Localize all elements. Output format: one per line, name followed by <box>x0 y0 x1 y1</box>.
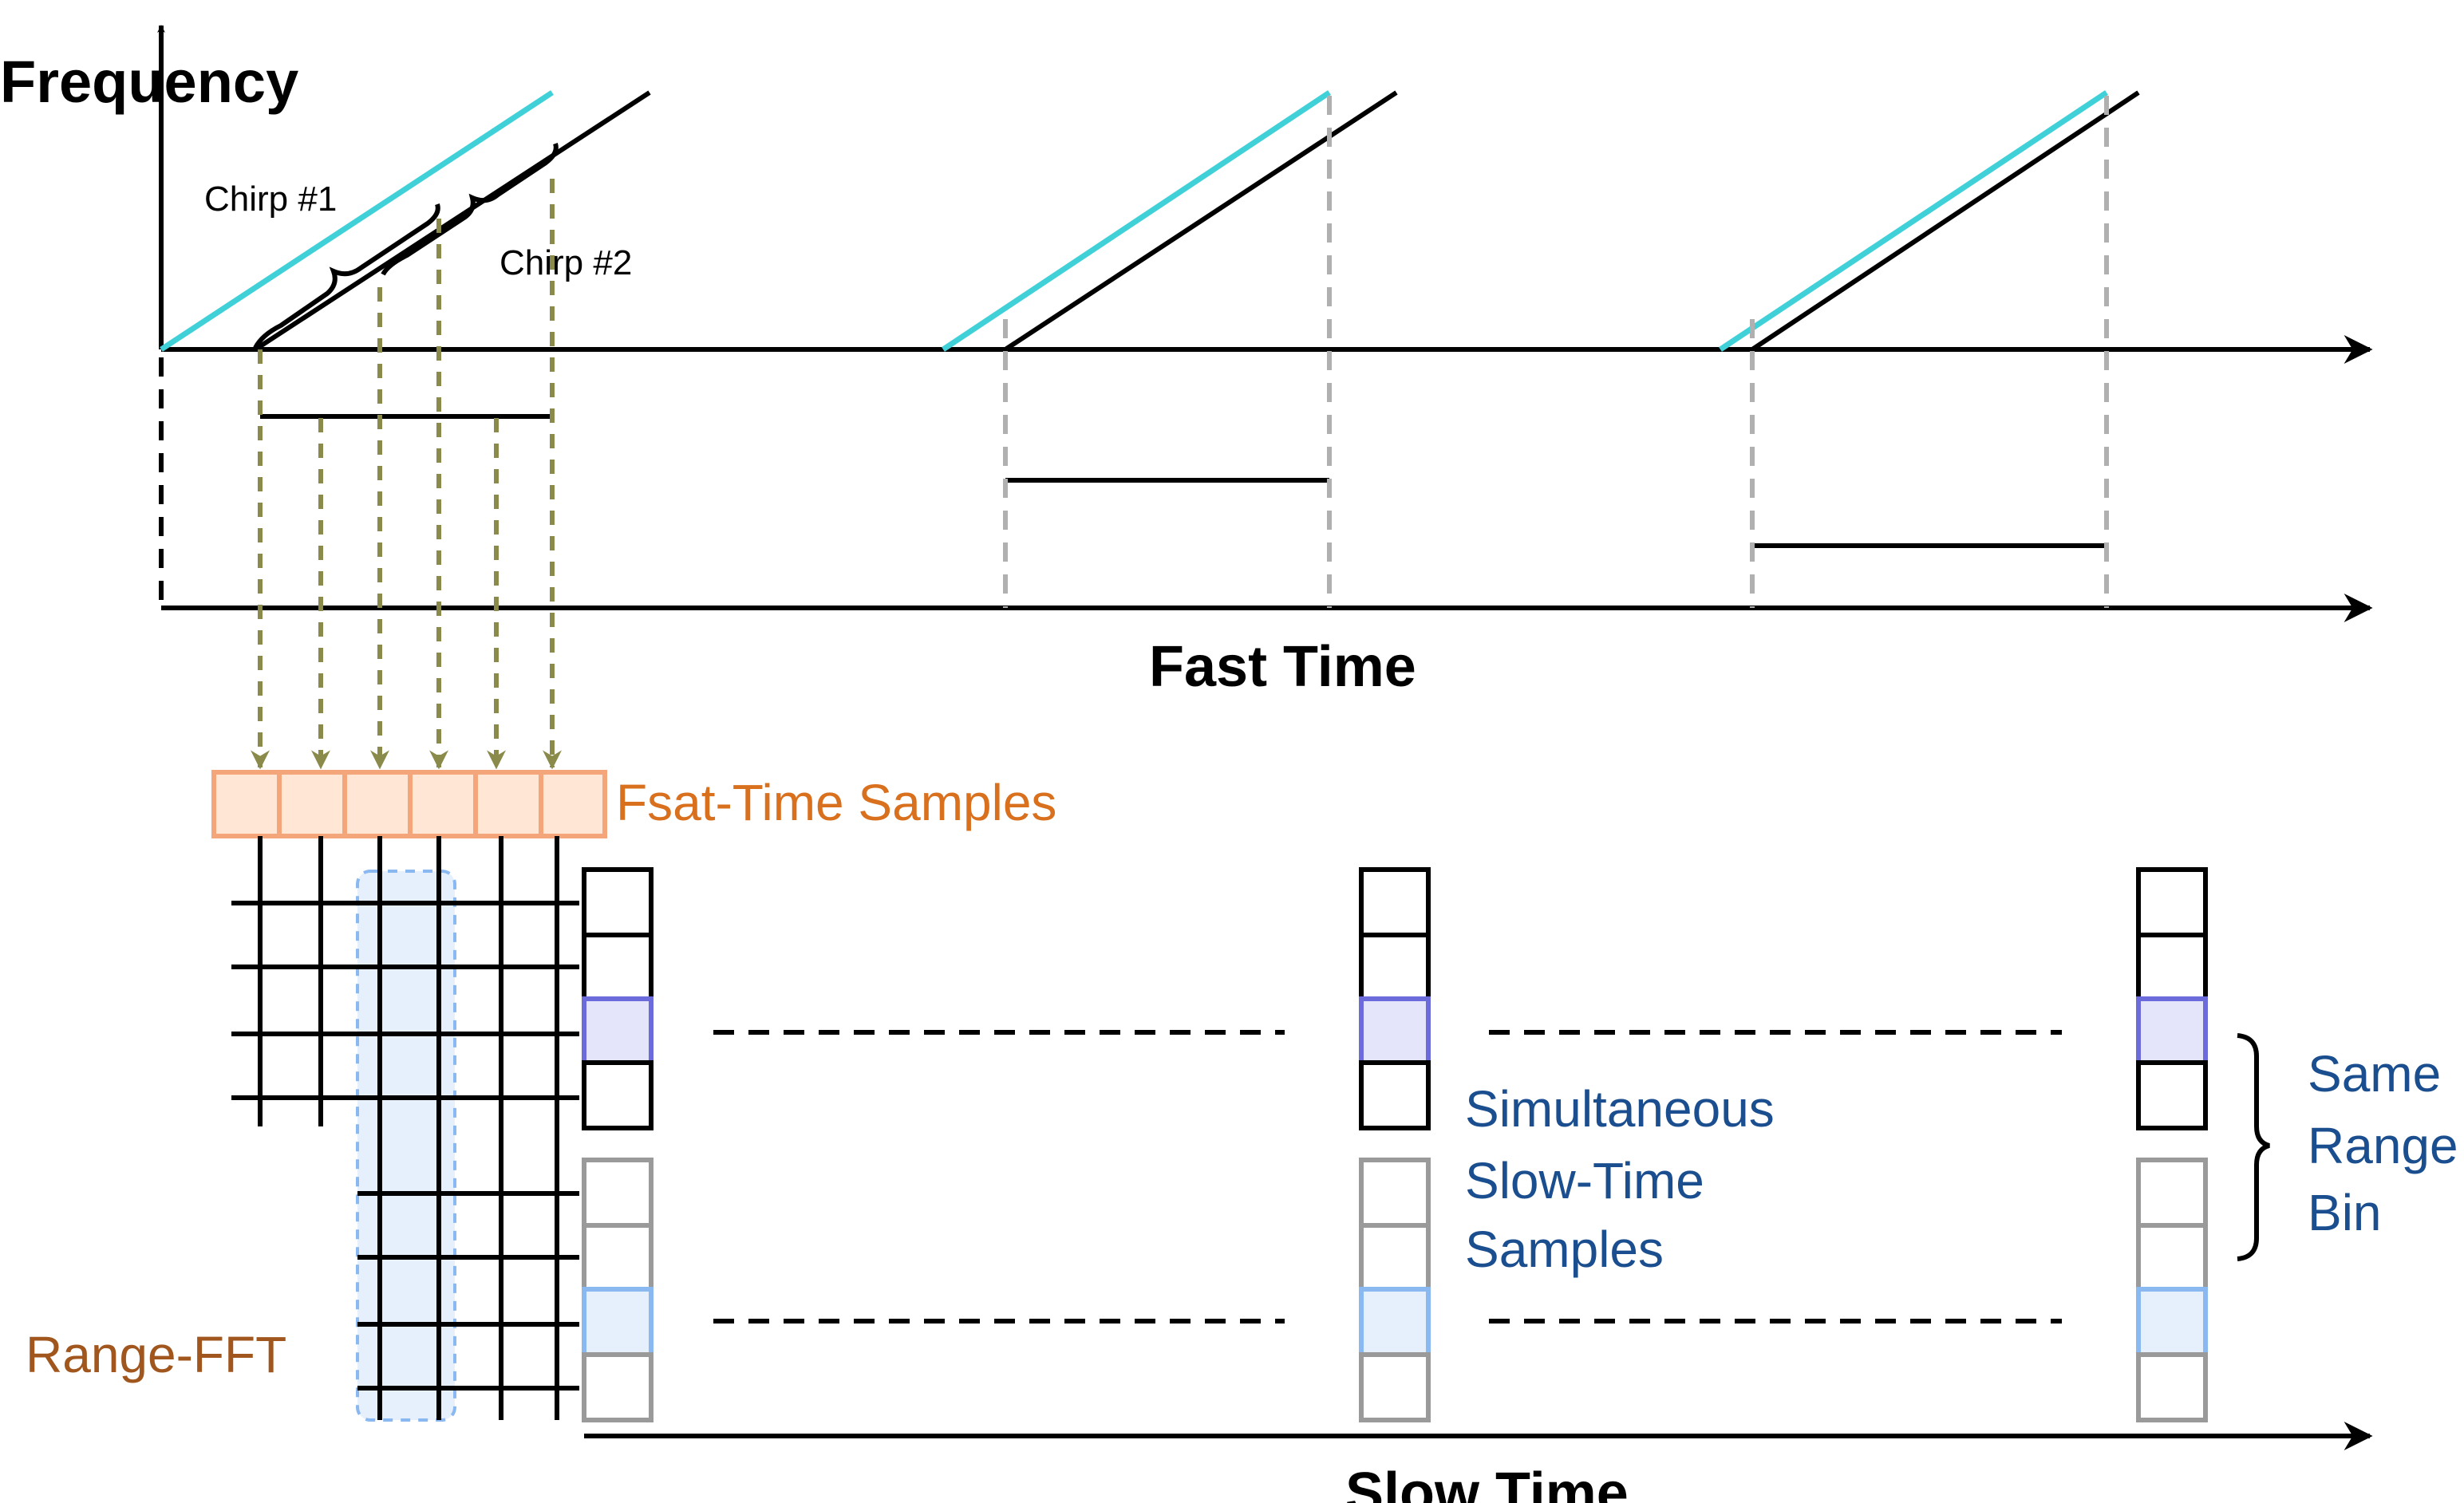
tx-chirp-1 <box>160 90 554 352</box>
chirp-brace-upper <box>381 143 559 276</box>
simultaneous-label: Simultaneous Slow-Time Samples <box>1465 1080 1775 1278</box>
chirp-1-label: Chirp #1 <box>204 179 337 219</box>
sampling-arrows <box>251 179 562 770</box>
chirp-2-label: Chirp #2 <box>500 243 632 282</box>
slow-time-column-2 <box>1359 867 1431 1422</box>
slow-time-column-3 <box>2136 867 2208 1422</box>
svg-text:Slow-Time: Slow-Time <box>1465 1152 1704 1209</box>
beat-frequency-plot: Fast Time <box>159 96 2373 699</box>
rx-chirp-2 <box>1004 90 1398 352</box>
slow-time-column-1 <box>582 867 654 1422</box>
same-range-bin-label: Same Range Bin <box>2308 1045 2458 1241</box>
fast-time-label: Fast Time <box>1149 635 1416 699</box>
slow-time-label: Slow Time <box>1345 1462 1629 1503</box>
chirp-brace-lower <box>253 203 440 349</box>
frequency-axis-label: Frequency <box>0 49 298 115</box>
svg-text:Range: Range <box>2308 1117 2458 1174</box>
rx-chirp-1 <box>254 90 651 352</box>
range-bin-highlight-dark <box>582 996 654 1065</box>
fast-time-sample-row <box>211 770 607 838</box>
tx-chirp-2 <box>942 90 1331 352</box>
range-fft-label: Range-FFT <box>26 1326 286 1383</box>
svg-text:Same: Same <box>2308 1045 2441 1103</box>
grey-dashed-guides <box>1003 96 2109 608</box>
svg-text:Bin: Bin <box>2308 1184 2382 1241</box>
fast-time-samples-label: Fsat-Time Samples <box>616 774 1056 831</box>
svg-text:Samples: Samples <box>1465 1221 1664 1278</box>
rx-chirp-3 <box>1751 90 2140 352</box>
frequency-plot: Chirp #1 Chirp #2 Frequency <box>0 25 2373 364</box>
slow-time-connectors <box>713 1030 2062 1324</box>
tx-chirp-3 <box>1719 90 2108 352</box>
range-bin-highlight-light <box>582 1287 654 1357</box>
range-fft-grid: Range-FFT <box>26 836 579 1422</box>
same-range-bin-brace <box>2237 1033 2270 1261</box>
svg-text:Simultaneous: Simultaneous <box>1465 1080 1775 1138</box>
